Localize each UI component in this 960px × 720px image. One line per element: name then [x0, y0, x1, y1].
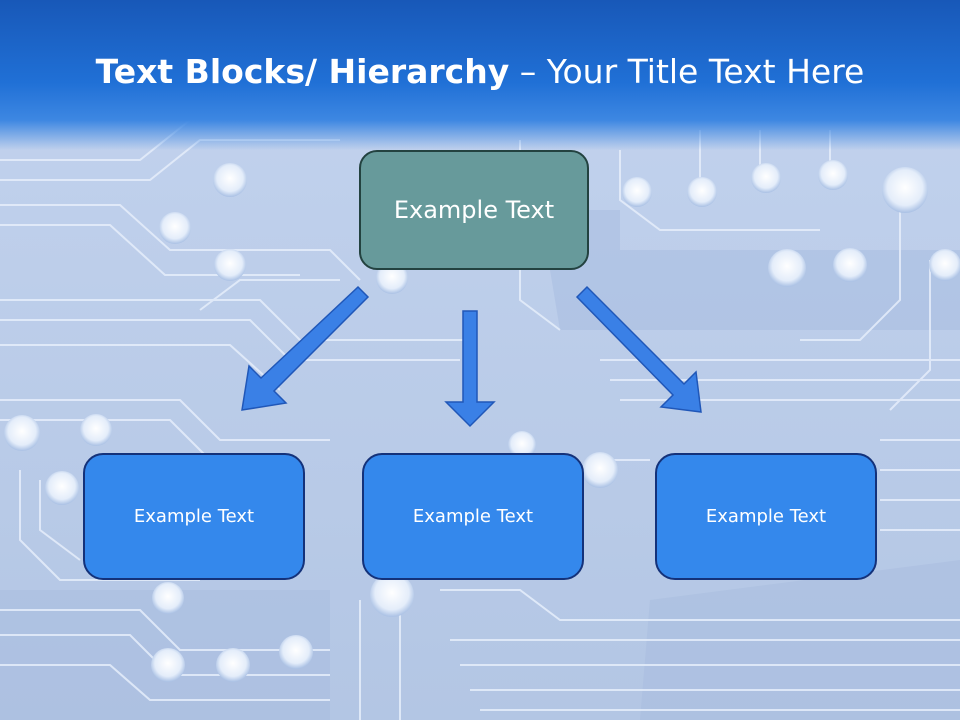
title-separator: –	[509, 52, 547, 91]
slide-title: Text Blocks/ Hierarchy – Your Title Text…	[0, 52, 960, 91]
child-box-middle[interactable]: Example Text	[362, 453, 584, 580]
top-level-box[interactable]: Example Text	[359, 150, 589, 270]
title-light-part: Your Title Text Here	[546, 52, 865, 91]
title-bar: Text Blocks/ Hierarchy – Your Title Text…	[0, 0, 960, 150]
title-bold-part: Text Blocks/ Hierarchy	[95, 52, 510, 91]
child-box-left[interactable]: Example Text	[83, 453, 305, 580]
child-box-right[interactable]: Example Text	[655, 453, 877, 580]
